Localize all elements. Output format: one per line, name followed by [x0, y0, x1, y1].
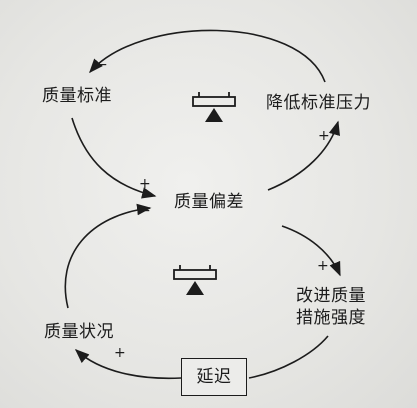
node-delay: 延迟 — [181, 358, 247, 396]
arrow-standard-to-gap — [71, 117, 157, 199]
arrow-pressure-to-standard — [89, 29, 326, 83]
sign-gap-in-minus: − — [139, 203, 151, 219]
node-improve-quality-line1: 改进质量 — [296, 286, 366, 306]
arrow-gap-to-pressure — [267, 120, 340, 191]
arrow-improve-to-delay — [248, 335, 329, 379]
arrow-status-to-gap — [64, 203, 152, 309]
arrow-gap-to-improve — [281, 225, 341, 277]
node-improve-quality-line2: 措施强度 — [296, 308, 366, 328]
sign-gap-in-plus: + — [139, 176, 151, 192]
sign-top-loop-arrowhead: − — [96, 57, 108, 73]
sign-pressure-in: + — [318, 128, 330, 144]
node-quality-standard: 质量标准 — [42, 86, 112, 106]
sign-improve-in: + — [317, 258, 329, 274]
sign-status-in: + — [114, 345, 126, 361]
node-reduce-standard-pressure: 降低标准压力 — [266, 93, 371, 113]
arrow-delay-to-status — [74, 349, 182, 380]
balance-loop-icon-top — [192, 92, 236, 122]
node-quality-status: 质量状况 — [44, 322, 114, 342]
balance-loop-icon-bottom — [173, 265, 217, 295]
node-quality-gap: 质量偏差 — [174, 192, 244, 212]
